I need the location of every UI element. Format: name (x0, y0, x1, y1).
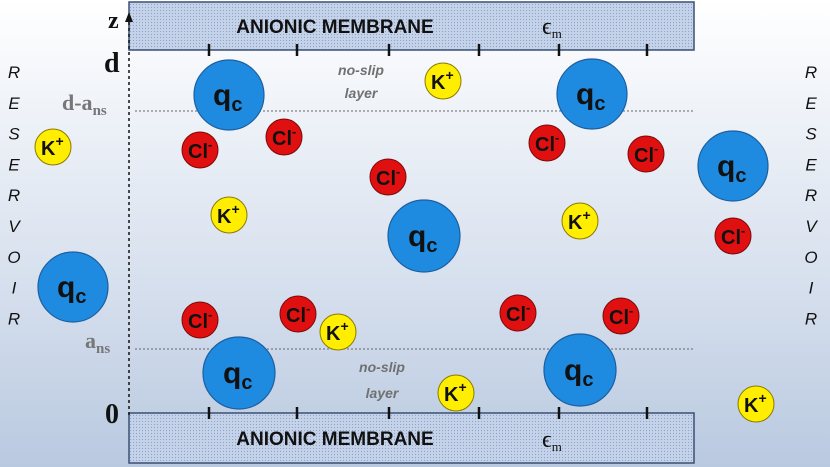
qc-ion: qc (193, 59, 265, 131)
reservoir-letter: R (805, 63, 817, 82)
chloride-ion: Cl- (714, 217, 752, 255)
z-axis: z d d-ans ans 0 (62, 8, 133, 430)
top-membrane: ANIONIC MEMBRANE ϵm (128, 1, 695, 51)
ans-label: ans (85, 328, 110, 357)
svg-text:Cl-: Cl- (609, 303, 633, 329)
svg-text:Cl-: Cl- (721, 223, 745, 249)
reservoir-letter: R (8, 63, 20, 82)
top-tick-marks (207, 44, 649, 56)
potassium-ion: K+ (737, 385, 775, 423)
chloride-ion: Cl- (181, 131, 219, 169)
qc-ion: qc (697, 130, 769, 202)
reservoir-letter: O (804, 248, 817, 267)
qc-ion: qc (556, 58, 628, 130)
svg-text:K+: K+ (568, 207, 591, 234)
reservoir-letter: E (805, 155, 817, 174)
svg-text:Cl-: Cl- (188, 137, 212, 163)
svg-text:qc: qc (576, 78, 605, 115)
svg-text:no-slip: no-slip (359, 359, 405, 375)
reservoir-letter: S (805, 125, 817, 144)
qc-ion: qc (387, 199, 461, 273)
bottom-membrane: ANIONIC MEMBRANE ϵm (128, 412, 695, 464)
potassium-ion: K+ (437, 374, 475, 412)
reservoir-letter: O (7, 248, 20, 267)
d-label: d (104, 48, 120, 79)
reservoir-letter: R (805, 309, 817, 328)
reservoir-letter: R (805, 186, 817, 205)
reservoir-letter: V (805, 217, 818, 236)
reservoir-letter: R (8, 186, 20, 205)
svg-text:qc: qc (223, 357, 252, 394)
reservoir-letter: E (8, 94, 20, 113)
svg-text:Cl-: Cl- (188, 307, 212, 333)
d-minus-ans-label: d-ans (62, 90, 107, 119)
top-membrane-epsilon: ϵm (542, 14, 562, 41)
zero-label: 0 (105, 399, 119, 430)
svg-text:qc: qc (717, 150, 746, 187)
qc-ion: qc (37, 251, 109, 323)
svg-text:layer: layer (366, 385, 400, 401)
bottom-no-slip-layer-label: no-slip layer (359, 359, 405, 401)
bottom-membrane-label: ANIONIC MEMBRANE (236, 429, 433, 450)
bottom-tick-marks (207, 407, 649, 419)
potassium-ion: K+ (561, 202, 599, 240)
svg-text:Cl-: Cl- (506, 300, 530, 326)
qc-ion: qc (202, 336, 276, 410)
reservoir-letter: I (12, 279, 17, 298)
svg-text:K+: K+ (326, 318, 349, 345)
svg-text:Cl-: Cl- (634, 141, 658, 167)
top-membrane-label: ANIONIC MEMBRANE (236, 17, 433, 38)
chloride-ion: Cl- (602, 297, 640, 335)
chloride-ion: Cl- (181, 301, 219, 339)
svg-text:layer: layer (345, 85, 379, 101)
potassium-ion: K+ (210, 196, 248, 234)
chloride-ion: Cl- (369, 158, 407, 196)
bottom-membrane-epsilon: ϵm (542, 427, 562, 454)
svg-text:Cl-: Cl- (535, 130, 559, 156)
svg-text:K+: K+ (431, 67, 454, 94)
potassium-ion: K+ (319, 313, 357, 351)
qc-ion: qc (543, 333, 617, 407)
potassium-ion: K+ (424, 62, 462, 100)
reservoir-letter: R (8, 309, 20, 328)
svg-text:qc: qc (57, 271, 86, 308)
top-no-slip-layer-label: no-slip layer (338, 62, 384, 101)
potassium-ion: K+ (34, 128, 72, 166)
chloride-ion: Cl- (279, 295, 317, 333)
svg-text:K+: K+ (444, 379, 467, 406)
svg-text:Cl-: Cl- (286, 301, 310, 327)
svg-text:qc: qc (213, 79, 242, 116)
chloride-ion: Cl- (627, 135, 665, 173)
chloride-ion: Cl- (265, 118, 303, 156)
reservoir-letter: S (8, 125, 20, 144)
svg-text:no-slip: no-slip (338, 62, 384, 78)
chloride-ion: Cl- (528, 124, 566, 162)
reservoir-letter: I (809, 279, 814, 298)
svg-text:K+: K+ (217, 201, 240, 228)
chloride-ion: Cl- (499, 294, 537, 332)
svg-text:K+: K+ (41, 133, 64, 160)
svg-text:qc: qc (408, 220, 437, 257)
reservoir-letter: E (805, 94, 817, 113)
svg-text:K+: K+ (744, 390, 767, 417)
z-axis-label: z (108, 8, 119, 34)
reservoir-letter: E (8, 155, 20, 174)
reservoir-letter: V (8, 217, 21, 236)
svg-text:qc: qc (564, 354, 593, 391)
svg-text:Cl-: Cl- (376, 164, 400, 190)
svg-text:Cl-: Cl- (272, 124, 296, 150)
